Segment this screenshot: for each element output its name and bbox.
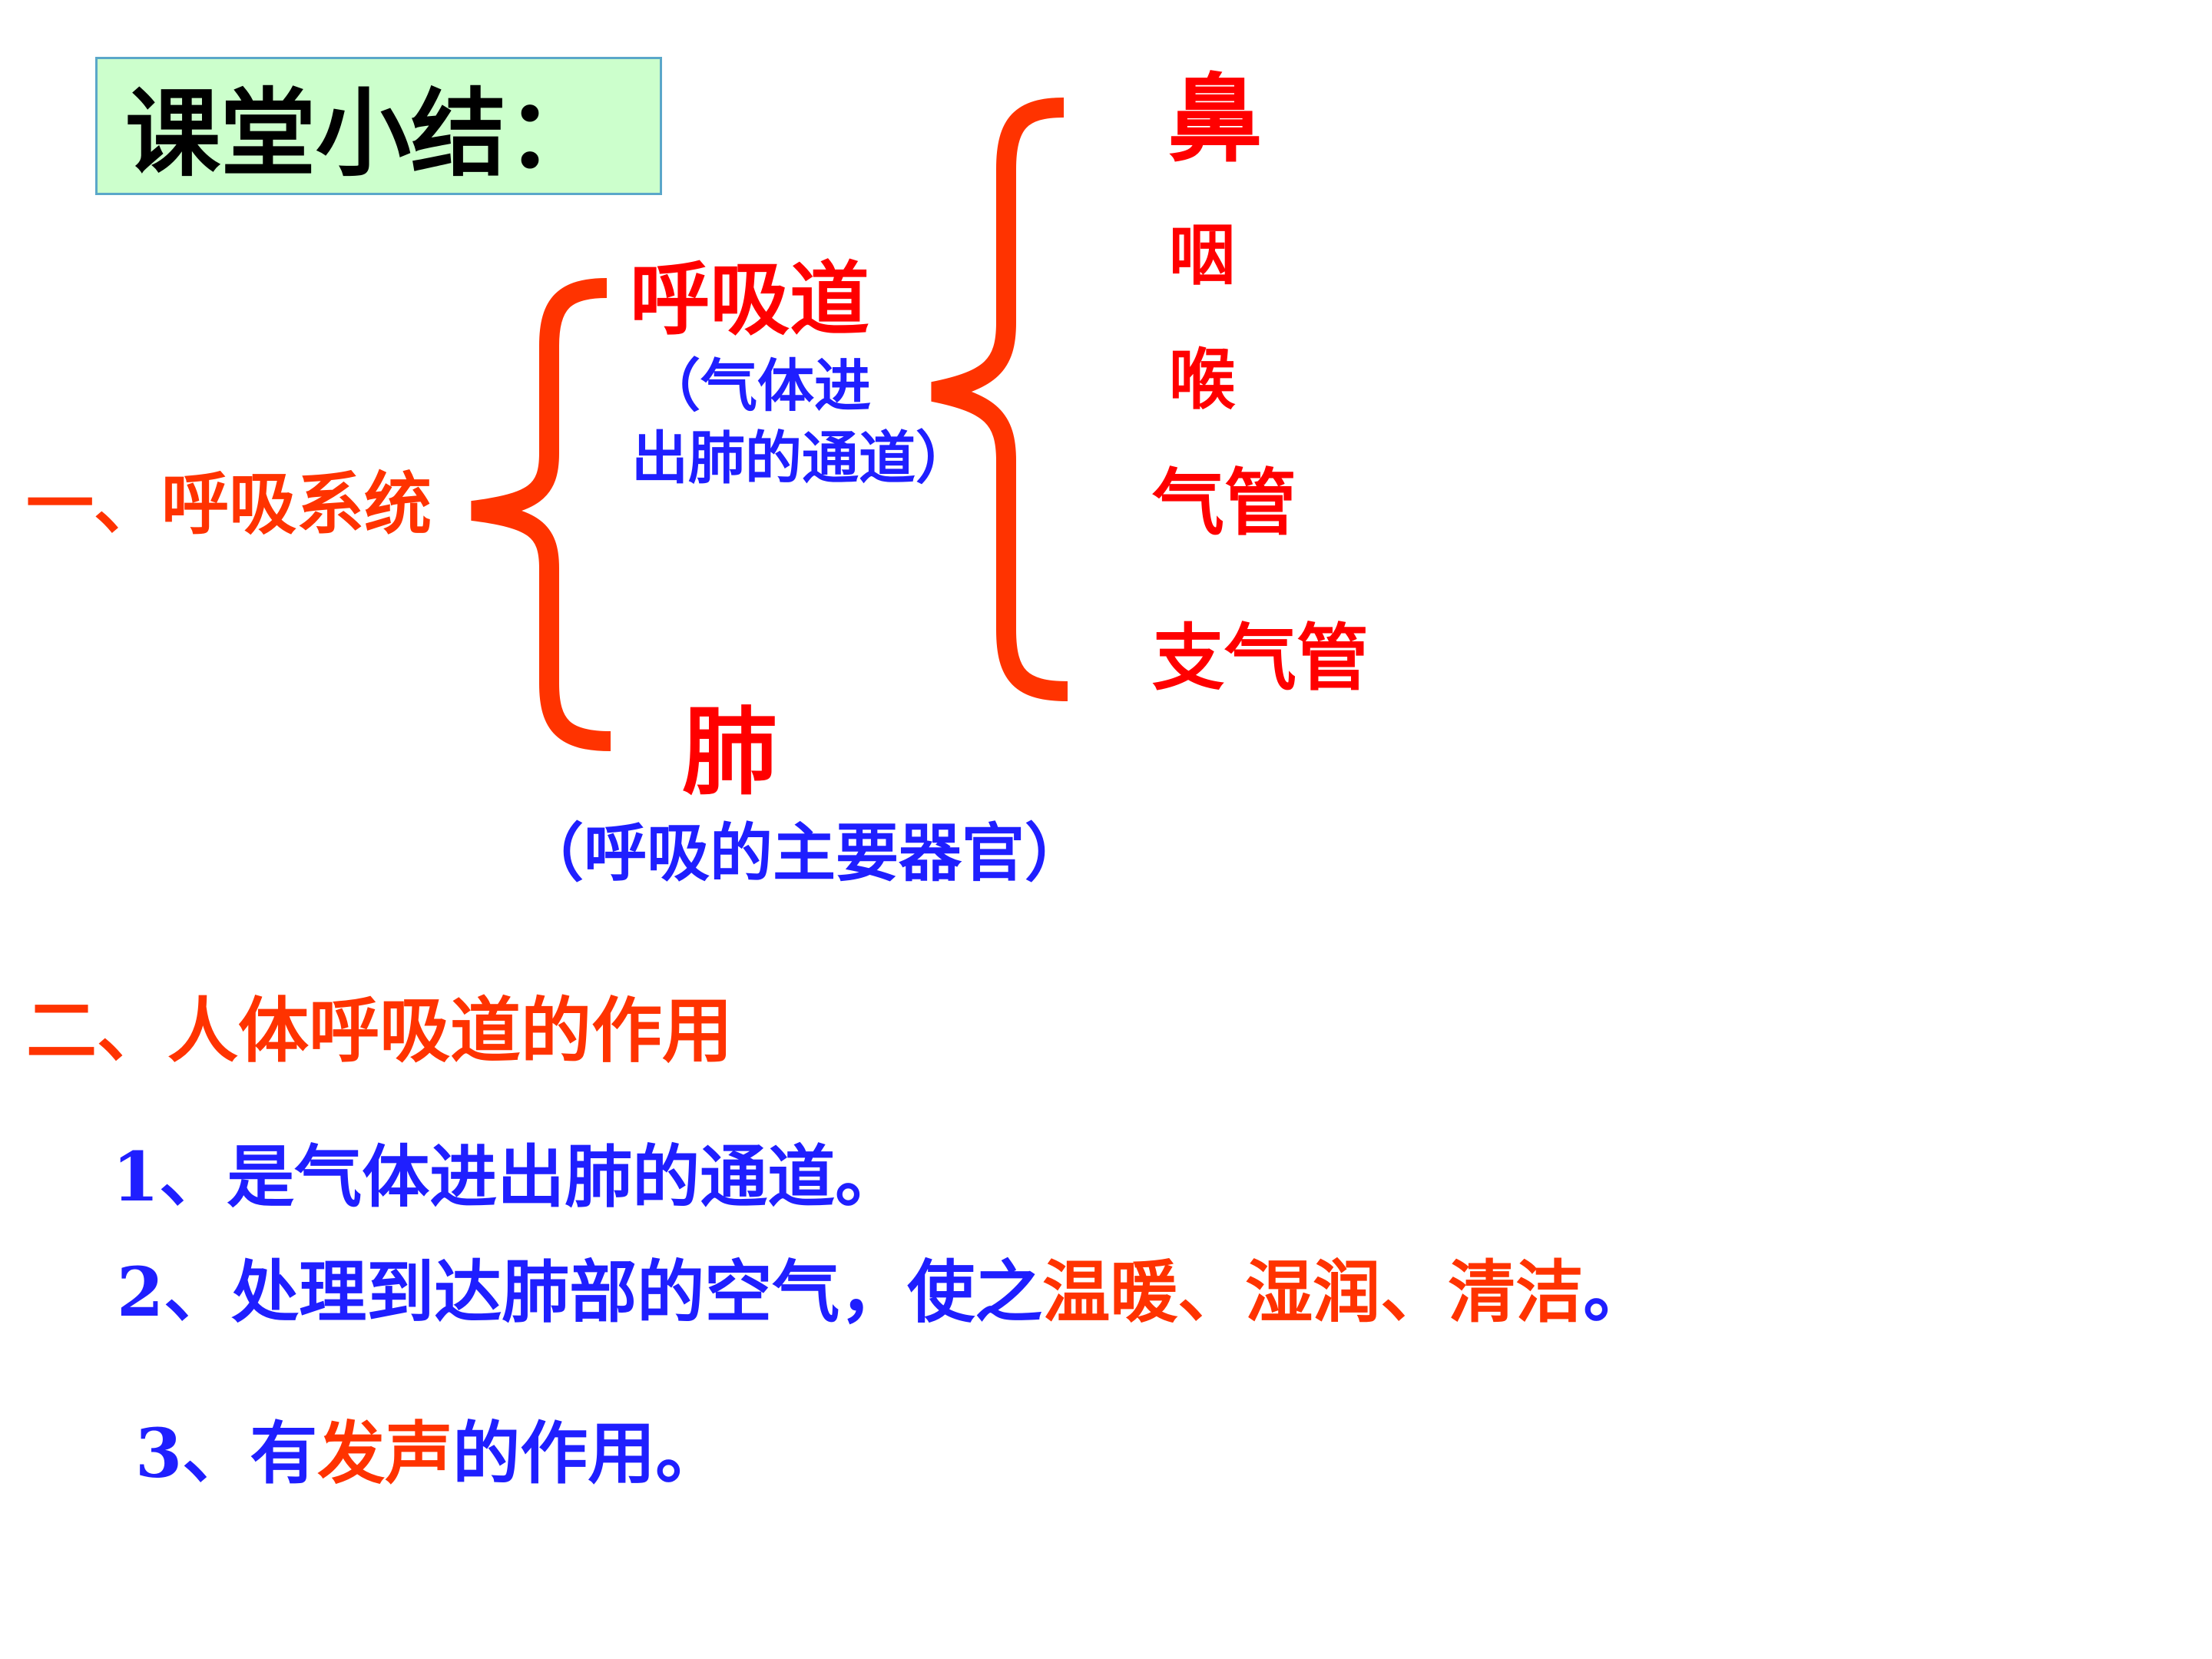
- tract-part-nose: 鼻: [1167, 64, 1263, 175]
- function-item-3-suffix: 的作用。: [452, 1413, 724, 1493]
- tract-part-pharynx: 咽: [1169, 217, 1235, 294]
- function-item-3: 3、有发声的作用。: [135, 1419, 723, 1487]
- respiratory-system-heading: 一、呼吸系统: [26, 464, 432, 544]
- lung-note: （呼吸的主要器官）: [521, 816, 1088, 890]
- brace-respiratory-system: [471, 278, 611, 751]
- tract-part-trachea: 气管: [1152, 461, 1297, 545]
- function-item-3-highlight: 发声: [317, 1413, 453, 1493]
- function-item-2-text: 2、处理到达肺部的空气，使之: [117, 1252, 1043, 1332]
- brace-respiratory-tract: [931, 98, 1068, 701]
- function-item-2-highlight: 温暖、湿润、清洁: [1042, 1252, 1584, 1332]
- function-item-1: 1、是气体进出肺的通道。: [112, 1137, 903, 1217]
- function-item-2-end: 。: [1583, 1252, 1651, 1332]
- respiratory-tract-note-line1: （气体进: [644, 353, 871, 419]
- summary-title-box: 课堂小结：: [95, 57, 662, 195]
- lung-label: 肺: [682, 697, 778, 808]
- respiratory-tract-note-line2: 出肺的通道）: [631, 426, 972, 492]
- tract-function-heading: 二、人体呼吸道的作用: [26, 989, 733, 1072]
- tract-part-bronchi: 支气管: [1152, 616, 1369, 700]
- function-item-3-text: 3、有: [135, 1413, 318, 1493]
- summary-title: 课堂小结：: [125, 79, 602, 190]
- tract-part-larynx: 喉: [1169, 341, 1235, 419]
- respiratory-tract-label: 呼吸道: [630, 252, 870, 346]
- function-item-2: 2、处理到达肺部的空气，使之温暖、湿润、清洁。: [117, 1258, 1651, 1326]
